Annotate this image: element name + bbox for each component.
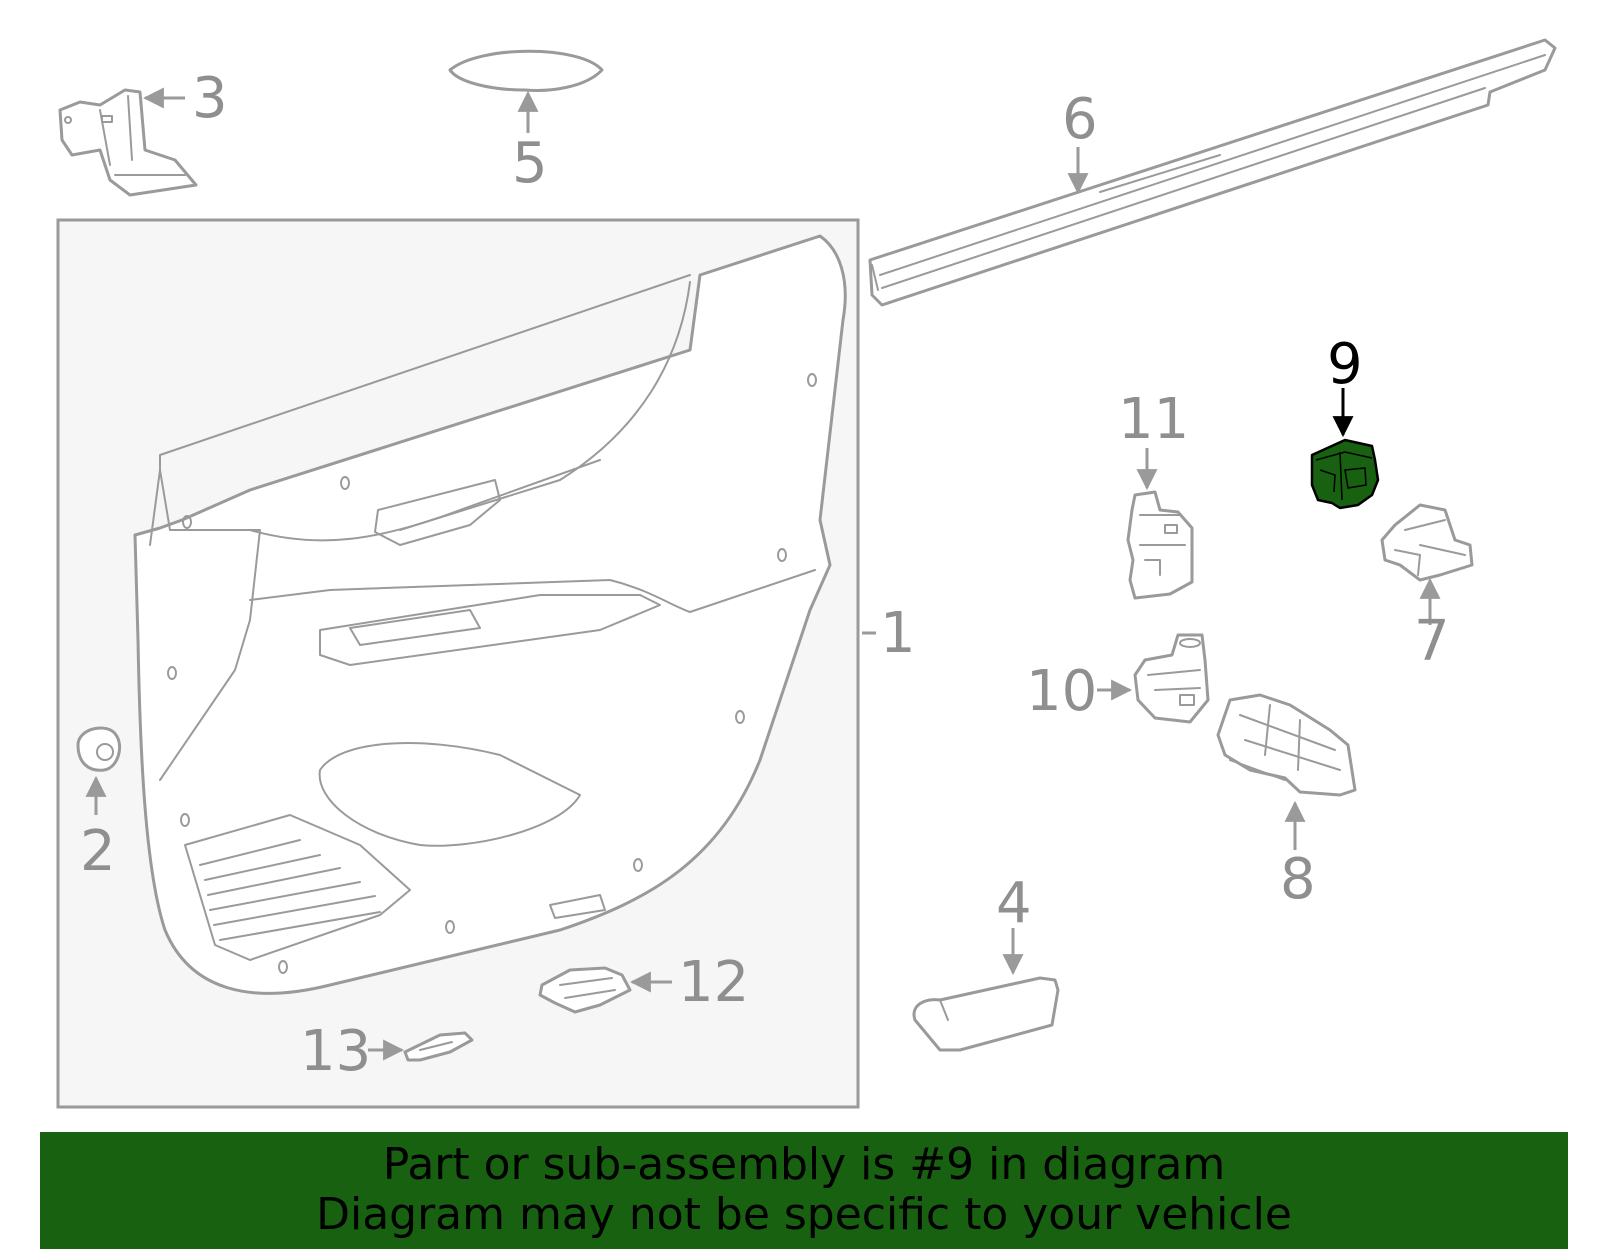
part-3-bracket — [58, 88, 198, 197]
callout-6: 6 — [1062, 87, 1098, 152]
part-6-moulding — [868, 38, 1557, 307]
callout-13: 13 — [300, 1019, 371, 1084]
part-9-switch — [1310, 438, 1380, 510]
callout-2: 2 — [80, 819, 116, 884]
part-13-clip — [403, 1031, 474, 1062]
door-trim-panel — [133, 234, 847, 995]
part-10-switch — [1133, 633, 1210, 724]
parts-diagram: 1 2 3 5 6 11 — [56, 38, 1557, 1109]
callout-3: 3 — [192, 66, 228, 131]
part-11-bracket — [1126, 490, 1194, 600]
part-12-bezel — [538, 966, 632, 1014]
callout-9: 9 — [1327, 332, 1363, 397]
callout-4: 4 — [996, 871, 1032, 936]
callout-8: 8 — [1280, 847, 1316, 912]
callout-12: 12 — [678, 950, 749, 1015]
banner-line-1: Part or sub-assembly is #9 in diagram — [382, 1139, 1226, 1190]
callout-5: 5 — [512, 131, 548, 196]
info-banner: Part or sub-assembly is #9 in diagram Di… — [40, 1132, 1568, 1249]
part-5-pad — [448, 49, 604, 92]
callout-7: 7 — [1414, 609, 1450, 674]
banner-line-2: Diagram may not be specific to your vehi… — [316, 1189, 1292, 1240]
part-2-clip — [76, 726, 121, 772]
callout-1: 1 — [880, 601, 916, 666]
part-8-switch-assembly — [1216, 693, 1357, 797]
part-7-switch — [1380, 503, 1474, 582]
part-4-pocket — [912, 976, 1060, 1052]
callout-11: 11 — [1118, 387, 1189, 452]
callout-10: 10 — [1026, 659, 1097, 724]
